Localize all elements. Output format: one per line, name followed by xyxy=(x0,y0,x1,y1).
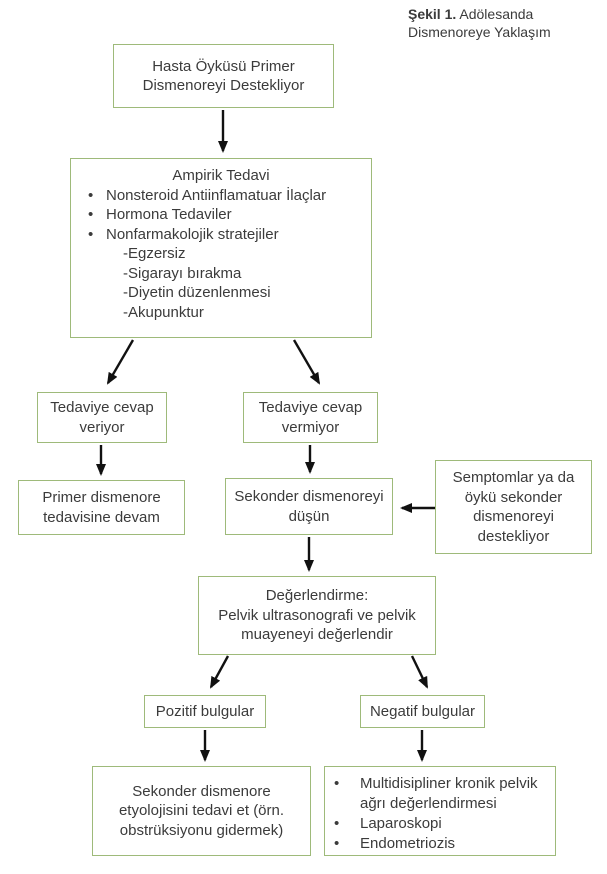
figure-caption-rest: Adölesanda xyxy=(456,6,534,22)
arrow-empiric-to-responds xyxy=(106,339,135,385)
bullet-icon: • xyxy=(88,206,94,223)
bullet-icon: • xyxy=(88,186,94,204)
node-negative-findings: Negatif bulgular xyxy=(360,695,485,728)
node-positive-findings: Pozitif bulgular xyxy=(144,695,266,728)
bullet-icon: • xyxy=(88,225,94,243)
bullet-icon: • xyxy=(334,835,340,852)
node-positive-findings-label: Pozitif bulgular xyxy=(155,702,255,720)
node-evaluation-line2: Pelvik ultrasonografi ve pelvik muayeney… xyxy=(218,606,416,644)
empiric-subitem: -Sigarayı bırakma xyxy=(123,264,242,282)
node-primer-continue: Primer dismenore tedavisine devam xyxy=(18,480,185,535)
workup-bullet-item: • Multidisipliner kronik pelvik ağrı değ… xyxy=(325,774,555,814)
workup-bullet-label: Laparoskopi xyxy=(360,815,442,832)
node-responds: Tedaviye cevap veriyor xyxy=(37,392,167,443)
node-evaluation: Değerlendirme: Pelvik ultrasonografi ve … xyxy=(198,576,436,655)
workup-bullet-label: Multidisipliner kronik pelvik ağrı değer… xyxy=(360,775,538,812)
empiric-bullet-item: • Hormona Tedaviler xyxy=(71,205,371,225)
node-evaluation-line1: Değerlendirme: xyxy=(265,587,369,605)
empiric-subitem: -Egzersiz xyxy=(123,245,186,262)
node-responds-label: Tedaviye cevap veriyor xyxy=(50,399,154,436)
node-evaluation-label: Değerlendirme: Pelvik ultrasonografi ve … xyxy=(205,586,429,645)
node-empiric-treatment: Ampirik Tedavi • Nonsteroid Antiinflamat… xyxy=(70,158,372,338)
node-symptoms-support-label: Semptomlar ya da öykü sekonder dismenore… xyxy=(452,469,575,545)
node-sekonder-consider-label: Sekonder dismenoreyi düşün xyxy=(234,488,384,525)
node-empiric-title: Ampirik Tedavi xyxy=(172,167,270,184)
workup-bullet-item: • Laparoskopi xyxy=(325,814,555,834)
arrow-empiric-to-no-response xyxy=(292,339,321,385)
figure-caption-line2: Dismenoreye Yaklaşım xyxy=(408,23,551,40)
node-no-response: Tedaviye cevap vermiyor xyxy=(243,392,378,443)
node-primer-continue-label: Primer dismenore tedavisine devam xyxy=(42,489,161,526)
node-symptoms-support: Semptomlar ya da öykü sekonder dismenore… xyxy=(435,460,592,554)
node-history-label: Hasta Öyküsü Primer Dismenoreyi Destekli… xyxy=(142,57,305,95)
empiric-bullet-label: Hormona Tedaviler xyxy=(106,206,232,223)
workup-bullet-label: Endometriozis xyxy=(360,835,456,852)
workup-bullet-item: • Endometriozis xyxy=(325,834,555,854)
empiric-bullet-label: Nonfarmakolojik stratejiler xyxy=(106,225,279,243)
node-no-response-label: Tedaviye cevap vermiyor xyxy=(258,399,363,436)
node-negative-workup: • Multidisipliner kronik pelvik ağrı değ… xyxy=(324,766,556,856)
figure-caption-line1: Şekil 1. Adölesanda xyxy=(408,6,593,24)
bullet-icon: • xyxy=(334,815,340,832)
empiric-bullet-label: Nonsteroid Antiinflamatuar İlaçlar xyxy=(106,186,327,204)
empiric-bullet-item: • Nonsteroid Antiinflamatuar İlaçlar xyxy=(71,186,371,206)
node-treat-secondary: Sekonder dismenore etyolojisini tedavi e… xyxy=(92,766,311,856)
figure-caption-number: Şekil 1. xyxy=(408,6,457,22)
arrow-evaluation-to-positive xyxy=(209,655,230,689)
empiric-bullet-item: • Nonfarmakolojik stratejiler xyxy=(71,225,371,245)
node-history: Hasta Öyküsü Primer Dismenoreyi Destekli… xyxy=(113,44,334,108)
figure-caption: Şekil 1. Adölesanda Dismenoreye Yaklaşım xyxy=(408,6,593,41)
node-negative-findings-label: Negatif bulgular xyxy=(369,702,476,720)
node-treat-secondary-label: Sekonder dismenore etyolojisini tedavi e… xyxy=(118,782,285,839)
empiric-subitem: -Diyetin düzenlenmesi xyxy=(123,284,271,301)
node-sekonder-consider: Sekonder dismenoreyi düşün xyxy=(225,478,393,535)
bullet-icon: • xyxy=(334,775,340,792)
arrow-evaluation-to-negative xyxy=(410,655,429,689)
empiric-subitem: -Akupunktur xyxy=(123,303,204,321)
